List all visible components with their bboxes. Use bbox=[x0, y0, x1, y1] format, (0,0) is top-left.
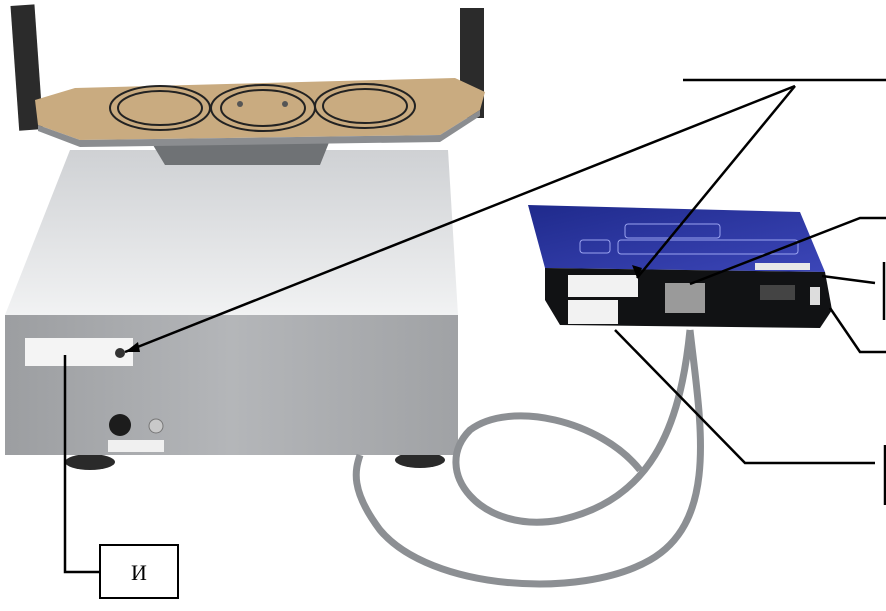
control-device bbox=[528, 205, 832, 328]
device-label-plate bbox=[568, 275, 638, 297]
cable-connector bbox=[665, 283, 705, 313]
ground-terminal bbox=[148, 418, 164, 434]
ground-label bbox=[108, 440, 164, 452]
base-label-plate bbox=[25, 338, 133, 366]
rotating-platform bbox=[10, 4, 485, 165]
serial-port bbox=[760, 285, 795, 300]
base-unit bbox=[5, 150, 458, 470]
power-socket bbox=[109, 414, 131, 436]
foot-left bbox=[65, 454, 115, 470]
callout-box-i bbox=[99, 544, 179, 599]
base-front bbox=[5, 315, 458, 455]
interface-cable bbox=[352, 329, 704, 588]
callout-label-i: И bbox=[131, 560, 147, 585]
base-top bbox=[5, 150, 458, 315]
post-left bbox=[10, 4, 44, 131]
base-connector bbox=[115, 348, 125, 358]
callout-lines bbox=[63, 78, 886, 574]
foot-right bbox=[395, 452, 445, 468]
